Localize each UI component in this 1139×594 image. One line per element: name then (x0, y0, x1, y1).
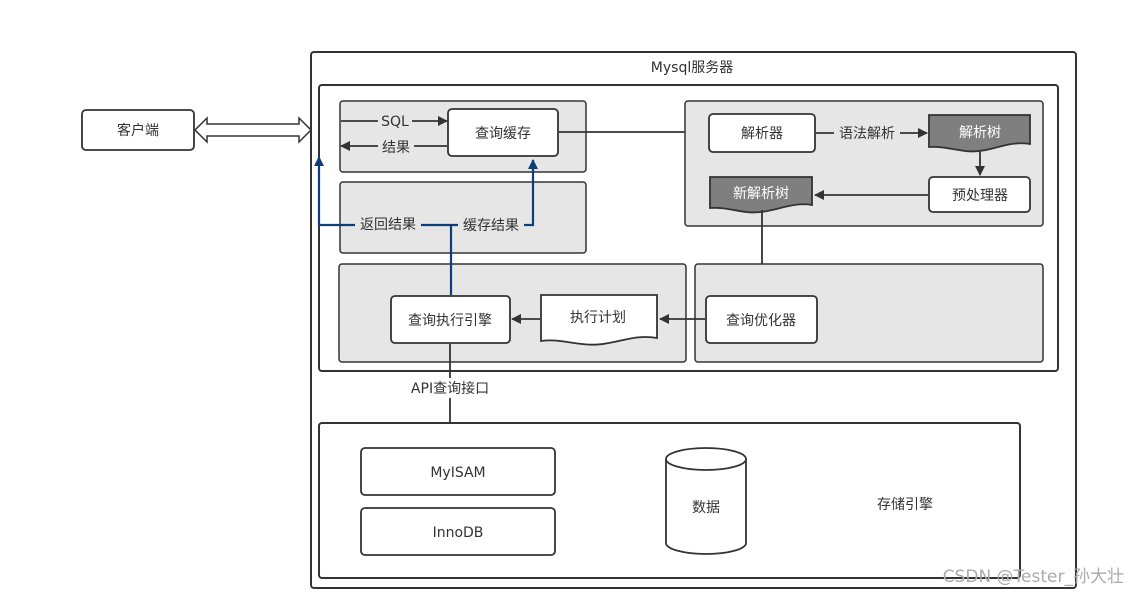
data-cylinder-icon (665, 447, 747, 555)
storage-engine-label: 存储引擎 (877, 497, 933, 513)
cache-result-label-bg (458, 216, 524, 234)
optimizer-label: 查询优化器 (726, 313, 796, 329)
result-label-bg (378, 138, 414, 156)
execution-engine-box (390, 295, 511, 344)
data-label: 数据 (692, 500, 720, 516)
cache-result-label: 缓存结果 (463, 218, 519, 234)
parse-tree-label: 解析树 (959, 125, 1001, 141)
api-label: API查询接口 (411, 380, 489, 397)
syntax-parse-label-bg (834, 124, 900, 142)
server-title: Mysql服务器 (651, 60, 733, 76)
return-result-label: 返回结果 (360, 217, 416, 233)
api-label-bg (404, 378, 496, 398)
myisam-box (360, 447, 556, 496)
execution-plan-label: 执行计划 (570, 310, 626, 326)
myisam-label: MyISAM (430, 465, 485, 481)
client-label: 客户端 (117, 122, 159, 139)
client-server-double-arrow (193, 116, 313, 144)
preprocessor-box (928, 176, 1031, 213)
innodb-label: InnoDB (433, 525, 484, 541)
query-cache-label: 查询缓存 (475, 126, 531, 142)
new-parse-tree-label: 新解析树 (733, 186, 789, 202)
result-label: 结果 (382, 140, 410, 156)
optimizer-box (705, 295, 818, 344)
parser-box (708, 113, 816, 153)
query-cache-box (447, 108, 559, 157)
sql-label: SQL (381, 114, 409, 130)
parse-tree-doc (928, 114, 1031, 153)
sql-label-bg (378, 112, 412, 130)
execution-plan-doc (540, 294, 658, 346)
execution-engine-label: 查询执行引擎 (408, 313, 492, 329)
return-result-label-bg (355, 215, 421, 233)
syntax-parse-label: 语法解析 (839, 126, 895, 142)
innodb-box (360, 507, 556, 556)
preprocessor-label: 预处理器 (952, 188, 1008, 204)
watermark: CSDN @Tester_孙大壮 (943, 567, 1124, 587)
parser-label: 解析器 (741, 126, 783, 142)
new-parse-tree-doc (709, 176, 813, 214)
